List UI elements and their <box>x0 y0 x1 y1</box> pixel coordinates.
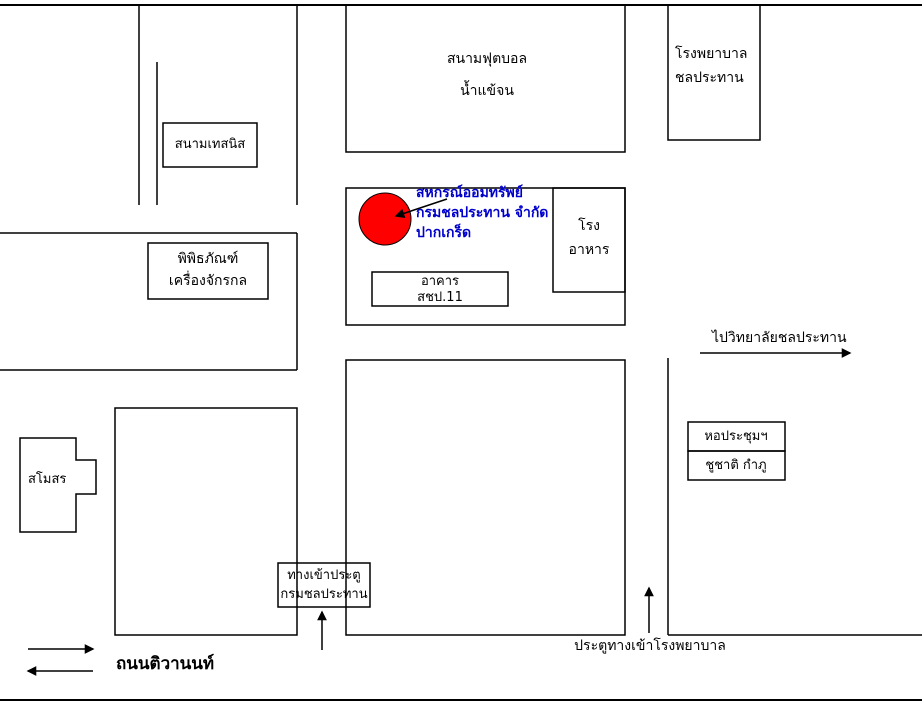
schp11-label-1: อาคาร <box>420 274 460 289</box>
cooperative-label-line-3: ปากเกร็ด <box>416 225 472 241</box>
football-field-label-1: สนามฟุตบอล <box>446 51 528 67</box>
hospital-label-1: โรงพยาบาล <box>675 46 748 62</box>
to-college-label: ไปวิทยาลัยชลประทาน <box>712 330 847 346</box>
rid-gate-label-1: ทางเข้าประตู <box>287 568 361 583</box>
museum-outline <box>147 242 269 300</box>
tennis-court-outline <box>162 122 258 168</box>
hospital-label-2: ชลประทาน <box>675 70 744 86</box>
cooperative-label: สหกรณ์ออมทรัพย์ กรมชลประทาน จำกัด ปากเกร… <box>416 183 548 243</box>
canteen-label-2: อาหาร <box>568 242 610 258</box>
museum-label-2: เครื่องจักรกล <box>168 273 248 289</box>
tiwanon-road-label: ถนนติวานนท์ <box>116 654 215 674</box>
lower-left-block-outline <box>114 407 298 636</box>
rid-gate-box-outline <box>277 562 371 608</box>
cooperative-label-line-1: สหกรณ์ออมทรัพย์ <box>416 185 523 201</box>
marker-pointer-arrow <box>394 198 448 219</box>
club-outline <box>19 437 97 533</box>
football-field-label-2: น้ำแข้จน <box>460 83 514 99</box>
auditorium-label-1: หอประชุมฯ <box>704 429 768 444</box>
schp11-label-2: สชป.11 <box>417 290 463 305</box>
lower-center-block-outline <box>345 359 626 636</box>
auditorium-outline-bottom <box>687 450 786 481</box>
cooperative-label-line-2: กรมชลประทาน จำกัด <box>416 205 549 221</box>
canteen-outline <box>552 187 626 293</box>
hospital-outline <box>667 4 761 141</box>
canteen-label-1: โรง <box>578 218 600 234</box>
red-location-marker <box>358 192 412 246</box>
club-label: สโมสร <box>28 472 67 487</box>
schp11-building-outline <box>371 271 509 307</box>
football-field-outline <box>345 4 626 153</box>
rid-gate-label-2: กรมชลประทาน <box>280 587 368 602</box>
museum-label-1: พิพิธภัณฑ์ <box>177 251 239 267</box>
auditorium-label-2: ชูชาติ กำภู <box>705 458 767 473</box>
hospital-gate-label: ประตูทางเข้าโรงพยาบาล <box>574 638 726 654</box>
tennis-court-label: สนามเทสนิส <box>174 137 246 152</box>
